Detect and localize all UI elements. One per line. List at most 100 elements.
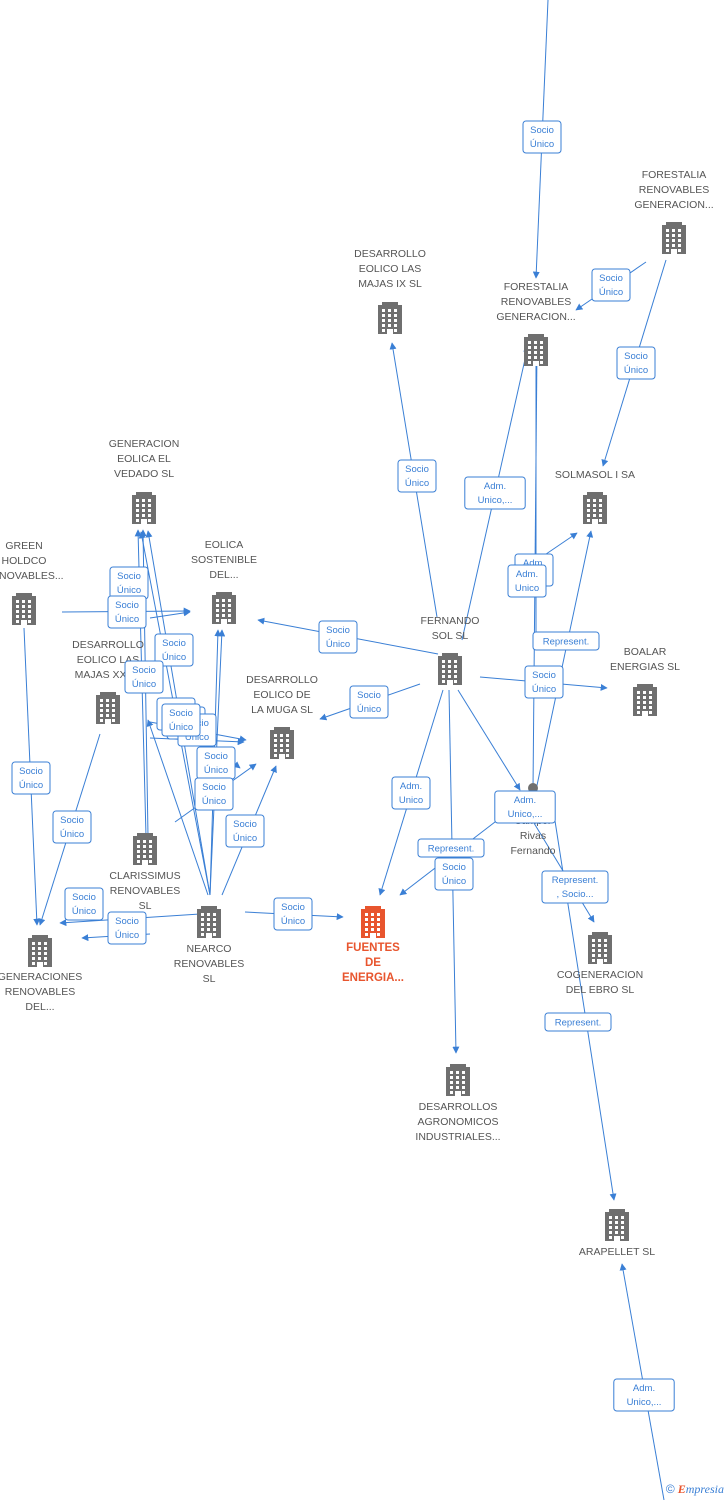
building-icon: [588, 932, 612, 964]
building-icon: [446, 1064, 470, 1096]
relation-badge-label: Socio: [117, 571, 141, 582]
relation-badge-label: Socio: [162, 638, 186, 649]
node-label-line: ARAPELLET SL: [579, 1246, 655, 1258]
building-icon: [378, 302, 402, 334]
node-label-line: SL: [139, 900, 152, 912]
building-icon: [633, 684, 657, 716]
node-fuentes[interactable]: FUENTESDEENERGIA...: [342, 906, 404, 984]
relation-badge-label: Socio: [405, 464, 429, 475]
node-label-line: ENERGIAS SL: [610, 661, 680, 673]
relation-badge[interactable]: Represent.: [532, 631, 600, 651]
node-label-line: RENOVABLES: [501, 296, 571, 308]
empresia-watermark: © Empresia: [666, 1482, 724, 1497]
relation-badge-label: Socio: [281, 902, 305, 913]
node-label-line: VEDADO SL: [114, 468, 174, 480]
node-desarrollos-agronomicos[interactable]: DESARROLLOSAGRONOMICOSINDUSTRIALES...: [415, 1064, 501, 1143]
relation-badge-label: Socio: [19, 766, 43, 777]
relation-badge[interactable]: Adm.Unico: [391, 776, 431, 810]
relation-badge[interactable]: Adm.Unico,...: [494, 790, 556, 824]
relation-badge-label: Adm.: [516, 569, 538, 580]
node-label-line: RENOVABLES...: [0, 570, 64, 582]
relation-badge-label: Adm.: [633, 1383, 655, 1394]
building-icon: [133, 833, 157, 865]
relation-badge-label: Socio: [202, 782, 226, 793]
node-label-line: SOL SL: [432, 630, 469, 642]
node-label-line: CLARISSIMUS: [109, 870, 180, 882]
node-green-holdco[interactable]: GREENHOLDCORENOVABLES...: [0, 540, 64, 625]
relation-badge-label: Único: [405, 478, 429, 489]
node-solmasol[interactable]: SOLMASOL I SA: [555, 469, 635, 524]
node-label-line: FORESTALIA: [642, 169, 707, 181]
node-label-line: INDUSTRIALES...: [415, 1131, 500, 1143]
relation-badge[interactable]: Adm.Unico,...: [464, 476, 526, 510]
node-arapellet[interactable]: ARAPELLET SL: [579, 1209, 655, 1258]
building-icon: [583, 492, 607, 524]
edge-layer: [23, 0, 667, 1500]
relation-badge[interactable]: Represent.: [544, 1012, 612, 1032]
relation-badge-label: Único: [60, 829, 84, 840]
relation-badge-label: Adm.: [514, 795, 536, 806]
node-label-line: DESARROLLO: [354, 248, 426, 260]
node-generaciones-renovables[interactable]: GENERACIONESRENOVABLESDEL...: [0, 935, 82, 1013]
relation-badge[interactable]: Represent., Socio...: [541, 870, 609, 904]
node-label-line: BOALAR: [624, 646, 667, 658]
node-label-line: EOLICO LAS: [77, 654, 139, 666]
node-label-line: DESARROLLO: [246, 674, 318, 686]
relation-badge-label: Único: [233, 833, 257, 844]
relation-edge: [535, 530, 594, 791]
relation-badge-label: Único: [169, 722, 193, 733]
node-label-line: EOLICA: [205, 539, 244, 551]
relation-badge[interactable]: Represent.: [417, 838, 485, 858]
relation-badge-label: Único: [19, 780, 43, 791]
relation-badge-label: Socio: [60, 815, 84, 826]
building-icon: [438, 653, 462, 685]
relation-badge-label: Adm.: [523, 558, 545, 569]
node-label-line: SOLMASOL I SA: [555, 469, 635, 481]
node-label-line: RENOVABLES: [110, 885, 180, 897]
relation-edge: [146, 719, 209, 896]
node-clarissimus[interactable]: CLARISSIMUS RENOVABLES SL: [109, 833, 181, 912]
relation-badge-label: Represent.: [428, 844, 474, 855]
relation-badge-label: Único: [624, 365, 648, 376]
node-label-line: DESARROLLO: [72, 639, 144, 651]
relation-badge-label: Socio: [72, 892, 96, 903]
brand-name: mpresia: [685, 1482, 724, 1496]
relation-badge[interactable]: Adm.Unico: [507, 564, 547, 598]
relation-badge[interactable]: Adm.Unico,...: [613, 1378, 675, 1412]
node-boalar[interactable]: BOALAR ENERGIAS SL: [610, 646, 680, 716]
brand-initial: E: [677, 1482, 686, 1496]
node-eolica-sostenible[interactable]: EOLICASOSTENIBLEDEL...: [191, 539, 257, 624]
node-forestalia-mid[interactable]: FORESTALIARENOVABLESGENERACION...: [496, 281, 576, 366]
node-forestalia-top[interactable]: FORESTALIARENOVABLESGENERACION...: [634, 169, 714, 254]
relation-badge-label: Único: [599, 287, 623, 298]
node-label-line: EOLICA EL: [117, 453, 171, 465]
node-label-line: DEL...: [25, 1001, 54, 1013]
